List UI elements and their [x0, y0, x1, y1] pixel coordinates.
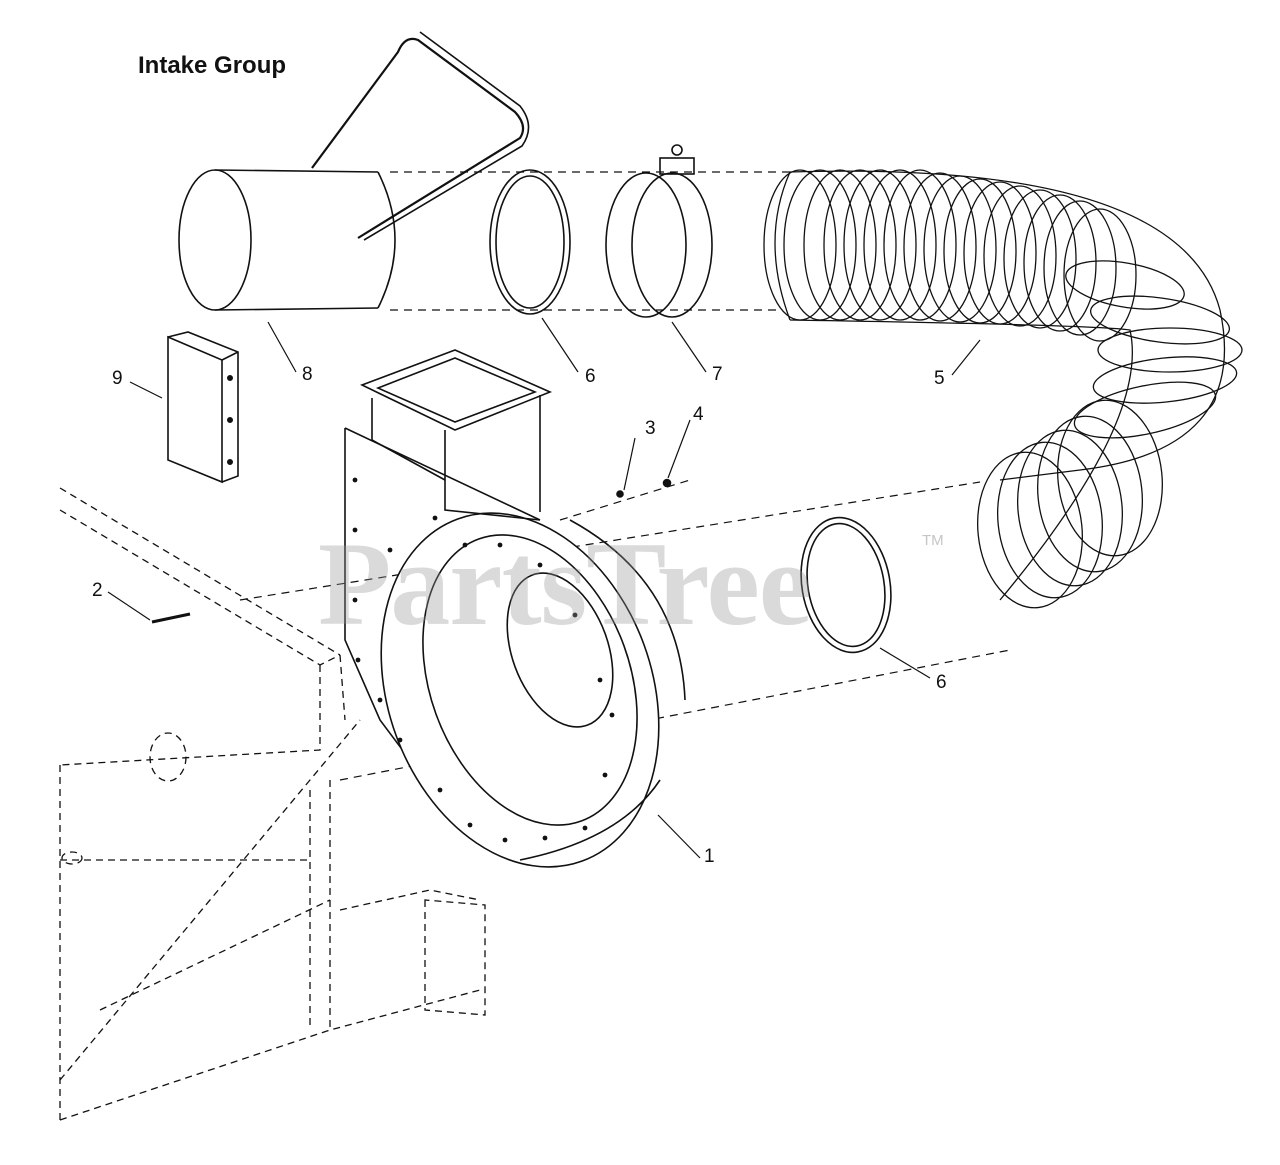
hose-clamp-upper-part: [489, 169, 571, 315]
blower-housing-part: [344, 349, 686, 868]
callout-3: 3: [645, 418, 656, 439]
callout-2: 2: [92, 580, 103, 601]
hose-clamp-lower-part: [800, 516, 892, 654]
callout-6-upper: 6: [585, 366, 596, 387]
callout-8: 8: [302, 364, 313, 385]
callout-9: 9: [112, 368, 123, 389]
diagram-title: Intake Group: [138, 52, 287, 79]
frame-structure: [59, 487, 486, 1121]
leader-lines: [107, 317, 981, 859]
callout-1: 1: [704, 846, 715, 867]
flexible-hose-part: [763, 169, 1243, 609]
callout-4: 4: [693, 404, 704, 425]
watermark-text: PartsTree: [318, 517, 812, 650]
callout-6-lower: 6: [936, 672, 947, 693]
intake-tube-part: [178, 31, 530, 311]
bracket-part: [167, 331, 239, 484]
callout-7: 7: [712, 364, 723, 385]
trademark-mark: TM: [922, 532, 944, 549]
callout-5: 5: [934, 368, 945, 389]
fastener-hardware: [151, 478, 672, 624]
band-clamp-part: [605, 144, 713, 318]
